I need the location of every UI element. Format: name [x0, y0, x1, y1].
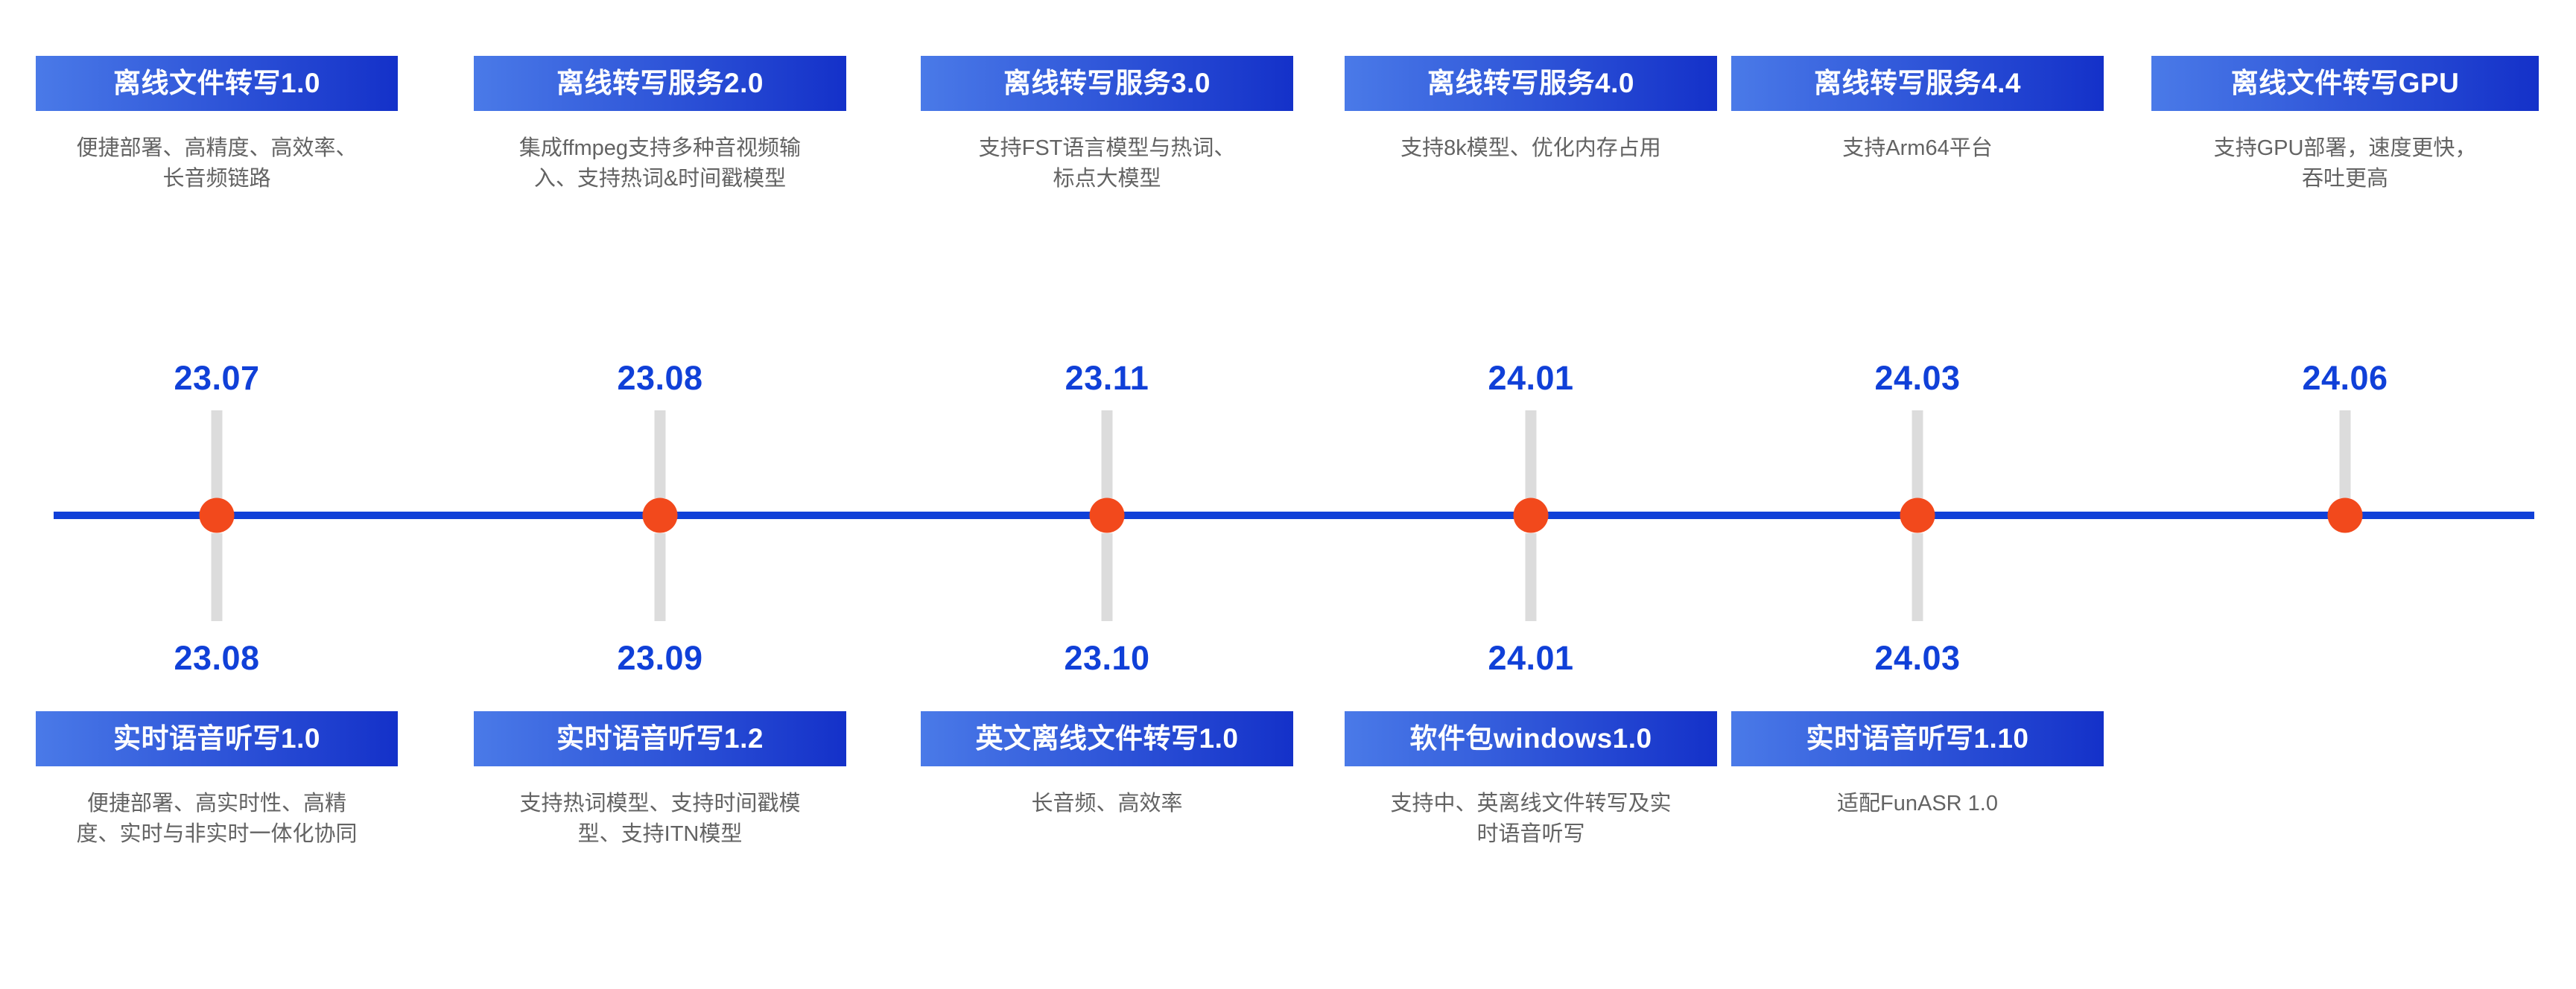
- milestone-description: 支持FST语言模型与热词、 标点大模型: [978, 136, 1236, 191]
- timeline-node-dot: [2327, 497, 2363, 533]
- milestone-title-badge[interactable]: 实时语音听写1.2: [474, 711, 846, 766]
- timeline-date-label: 24.03: [1874, 359, 1961, 397]
- milestone-title-badge[interactable]: 离线文件转写GPU: [2151, 56, 2539, 111]
- milestone-description: 支持中、英离线文件转写及实 时语音听写: [1390, 792, 1672, 847]
- timeline-connector-tick: [2339, 410, 2351, 498]
- timeline-date-label: 23.10: [1064, 639, 1150, 677]
- milestone-title-badge[interactable]: 软件包windows1.0: [1345, 711, 1717, 766]
- timeline-connector-tick: [1525, 533, 1537, 621]
- milestone-title-badge[interactable]: 离线转写服务4.0: [1345, 56, 1717, 111]
- timeline-date-label: 23.09: [617, 639, 703, 677]
- milestone-card[interactable]: 离线文件转写1.0 便捷部署、高精度、高效率、 长音频链路: [36, 56, 398, 194]
- timeline-connector-tick: [1912, 533, 1923, 621]
- milestone-card[interactable]: 离线转写服务4.0 支持8k模型、优化内存占用: [1345, 56, 1717, 164]
- timeline-date-label: 23.08: [617, 359, 703, 397]
- timeline-date-label: 23.11: [1065, 359, 1149, 397]
- milestone-description: 支持Arm64平台: [1842, 136, 1993, 160]
- timeline-date-label: 24.03: [1874, 639, 1961, 677]
- milestone-card[interactable]: 离线文件转写GPU 支持GPU部署，速度更快， 吞吐更高: [2151, 56, 2539, 194]
- milestone-title-badge[interactable]: 离线转写服务3.0: [921, 56, 1293, 111]
- milestone-description: 适配FunASR 1.0: [1837, 792, 1998, 815]
- milestone-description: 集成ffmpeg支持多种音视频输 入、支持热词&时间戳模型: [518, 136, 802, 191]
- timeline-axis-line: [54, 512, 2534, 519]
- milestone-card[interactable]: 实时语音听写1.10 适配FunASR 1.0: [1731, 711, 2104, 819]
- milestone-card[interactable]: 实时语音听写1.0 便捷部署、高实时性、高精 度、实时与非实时一体化协同: [31, 711, 403, 850]
- timeline-connector-tick: [654, 533, 666, 621]
- timeline-node-dot: [199, 497, 235, 533]
- timeline-node-dot: [1513, 497, 1549, 533]
- milestone-card[interactable]: 实时语音听写1.2 支持热词模型、支持时间戳模 型、支持ITN模型: [474, 711, 846, 850]
- timeline-connector-tick: [211, 533, 223, 621]
- timeline-connector-tick: [654, 410, 666, 498]
- milestone-description: 长音频、高效率: [1031, 792, 1183, 815]
- milestone-description: 支持GPU部署，速度更快， 吞吐更高: [2213, 136, 2477, 191]
- milestone-description: 支持8k模型、优化内存占用: [1400, 136, 1661, 160]
- milestone-description: 便捷部署、高实时性、高精 度、实时与非实时一体化协同: [76, 792, 358, 847]
- milestone-description: 便捷部署、高精度、高效率、 长音频链路: [76, 136, 358, 191]
- timeline-date-label: 23.08: [174, 639, 260, 677]
- milestone-description: 支持热词模型、支持时间戳模 型、支持ITN模型: [519, 792, 801, 847]
- timeline-node-dot: [1900, 497, 1935, 533]
- timeline-connector-tick: [1525, 410, 1537, 498]
- timeline-node-dot: [1089, 497, 1125, 533]
- milestone-title-badge[interactable]: 实时语音听写1.0: [36, 711, 398, 766]
- milestone-title-badge[interactable]: 实时语音听写1.10: [1731, 711, 2104, 766]
- milestone-card[interactable]: 离线转写服务2.0 集成ffmpeg支持多种音视频输 入、支持热词&时间戳模型: [474, 56, 846, 194]
- timeline-date-label: 24.01: [1488, 359, 1574, 397]
- milestone-card[interactable]: 离线转写服务4.4 支持Arm64平台: [1731, 56, 2104, 164]
- timeline-date-label: 24.01: [1488, 639, 1574, 677]
- timeline-connector-tick: [1101, 533, 1113, 621]
- timeline-node-dot: [642, 497, 678, 533]
- timeline-date-label: 23.07: [174, 359, 260, 397]
- timeline-connector-tick: [1912, 410, 1923, 498]
- timeline-connector-tick: [1101, 410, 1113, 498]
- milestone-title-badge[interactable]: 离线转写服务4.4: [1731, 56, 2104, 111]
- milestone-title-badge[interactable]: 离线转写服务2.0: [474, 56, 846, 111]
- milestone-card[interactable]: 离线转写服务3.0 支持FST语言模型与热词、 标点大模型: [921, 56, 1293, 194]
- milestone-title-badge[interactable]: 英文离线文件转写1.0: [921, 711, 1293, 766]
- timeline-date-label: 24.06: [2302, 359, 2388, 397]
- milestone-card[interactable]: 软件包windows1.0 支持中、英离线文件转写及实 时语音听写: [1345, 711, 1717, 850]
- milestone-title-badge[interactable]: 离线文件转写1.0: [36, 56, 398, 111]
- timeline-connector-tick: [211, 410, 223, 498]
- milestone-card[interactable]: 英文离线文件转写1.0 长音频、高效率: [921, 711, 1293, 819]
